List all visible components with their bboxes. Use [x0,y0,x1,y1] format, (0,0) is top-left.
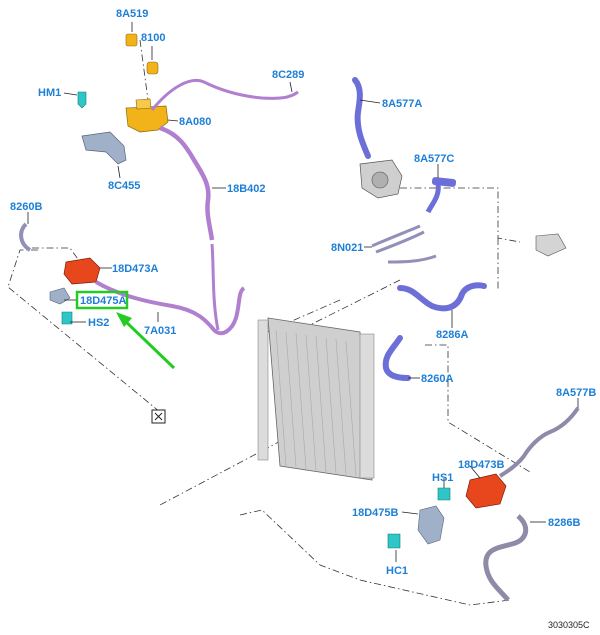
callout-labels: 8A519 8100 HM1 8A080 8C289 8C455 18B402 … [10,8,596,577]
hose-8286b-part [483,514,529,602]
label-8a577b: 8A577B [556,387,596,399]
label-18d473b: 18D473B [458,459,505,471]
label-18d475b: 18D475B [352,507,399,519]
label-18d473a: 18D473A [112,263,159,275]
valve-18d473b-part [465,473,507,509]
label-7a031: 7A031 [144,325,176,337]
label-18b402: 18B402 [227,183,266,195]
hose-8a577a-part [352,77,371,159]
hose-8260b-part [19,222,32,252]
sensor-hm1-part [77,91,87,109]
label-8286a: 8286A [436,329,468,341]
diagram-code: 3030305C [548,620,590,630]
sensor-hs2-part [61,311,73,325]
hose-8286a-part [397,282,487,312]
label-8a519: 8A519 [116,8,148,20]
sensor-18d475a-part [49,287,71,305]
label-18d475a: 18D475A [80,295,127,307]
sensor-hs1-part [437,487,451,501]
label-hs1: HS1 [432,472,453,484]
pipes-8n021-part [371,224,437,264]
label-8a080: 8A080 [179,116,211,128]
label-8a577a: 8A577A [382,98,422,110]
highlight-arrow [120,316,176,370]
radiator-group [257,317,420,481]
cap-8100-part [146,61,159,75]
label-hm1: HM1 [38,87,61,99]
label-8c289: 8C289 [272,69,304,81]
bracket-18d475b-part [417,505,445,545]
reservoir-8a080-part [125,105,169,133]
degas-bottle-group [63,22,299,241]
label-8260b: 8260B [10,201,42,213]
assembly-boundaries [7,39,531,606]
sensor-hc1-part [387,533,401,549]
highlight-callout [75,290,176,370]
cap-8a519-part [125,33,138,47]
label-8c455: 8C455 [108,180,140,192]
hose-8a577b-part [498,406,580,478]
label-8286b: 8286B [548,517,580,529]
label-8260a: 8260A [421,373,453,385]
label-hc1: HC1 [386,565,408,577]
pump-hose-group [352,77,567,328]
reference-box-icon [151,409,166,424]
valve-18d473a-part [63,257,101,285]
label-8a577c: 8A577C [414,153,454,165]
highlight-box [75,290,129,310]
label-hs2: HS2 [88,317,109,329]
bracket-8c455-part [81,131,127,165]
valve-b-group [387,398,580,602]
radiator-part [267,317,373,481]
label-8n021: 8N021 [331,242,363,254]
hose-8c289-part [150,79,299,111]
hose-8260a-part [382,335,411,381]
valve-a-group [19,212,246,336]
label-8100: 8100 [141,32,165,44]
hose-8a577c-part [425,183,441,214]
hose-7a031-part [94,280,246,336]
hose-18b402-part [159,125,215,241]
